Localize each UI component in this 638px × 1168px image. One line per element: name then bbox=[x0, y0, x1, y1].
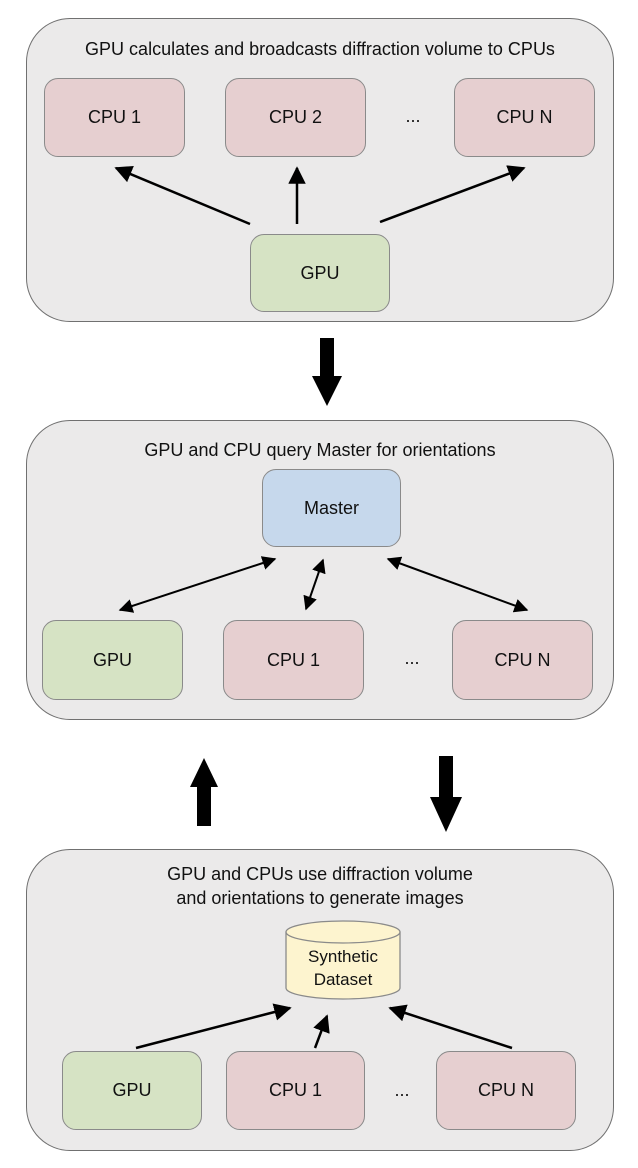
panel3-cpu-n-box: CPU N bbox=[436, 1051, 576, 1130]
arrow-gpu-to-cpun bbox=[379, 165, 526, 224]
panel1-cpu-n-box: CPU N bbox=[454, 78, 595, 157]
panel1-cpu-2-box: CPU 2 bbox=[225, 78, 366, 157]
arrow-master-cpun bbox=[386, 556, 529, 613]
arrow-master-cpu1 bbox=[303, 558, 326, 611]
generate-panel-title-line2: and orientations to generate images bbox=[176, 888, 464, 908]
arrow-gpu-to-cpu1 bbox=[114, 165, 251, 226]
panel3-cpu-1-box: CPU 1 bbox=[226, 1051, 365, 1130]
generate-panel-title-line1: GPU and CPUs use diffraction volume bbox=[167, 864, 473, 884]
panel3-ellipsis: ... bbox=[394, 1080, 410, 1100]
big-arrow-down-2 bbox=[430, 756, 462, 832]
synthetic-dataset-cylinder bbox=[285, 920, 401, 1000]
panel2-cpu-n-box: CPU N bbox=[452, 620, 593, 700]
panel2-gpu-box: GPU bbox=[42, 620, 183, 700]
big-arrow-up bbox=[190, 758, 218, 826]
query-panel-title: GPU and CPU query Master for orientation… bbox=[144, 440, 496, 460]
panel2-master-box: Master bbox=[262, 469, 401, 547]
big-arrow-down-1 bbox=[312, 338, 342, 406]
panel1-gpu-box: GPU bbox=[250, 234, 390, 312]
broadcast-panel-title: GPU calculates and broadcasts diffractio… bbox=[85, 39, 555, 59]
panel2-ellipsis: ... bbox=[404, 648, 420, 668]
arrow-cpun-to-dataset bbox=[388, 1004, 513, 1050]
panel2-cpu-1-box: CPU 1 bbox=[223, 620, 364, 700]
arrow-gpu-to-dataset bbox=[135, 1003, 292, 1050]
panel1-ellipsis: ... bbox=[405, 106, 421, 126]
dataset-label-line1: Synthetic bbox=[308, 947, 378, 966]
arrow-master-gpu bbox=[118, 556, 277, 613]
panel3-gpu-box: GPU bbox=[62, 1051, 202, 1130]
panel1-cpu-1-box: CPU 1 bbox=[44, 78, 185, 157]
arrow-cpu1-to-dataset bbox=[313, 1014, 330, 1049]
dataset-label-line2: Dataset bbox=[313, 970, 373, 989]
